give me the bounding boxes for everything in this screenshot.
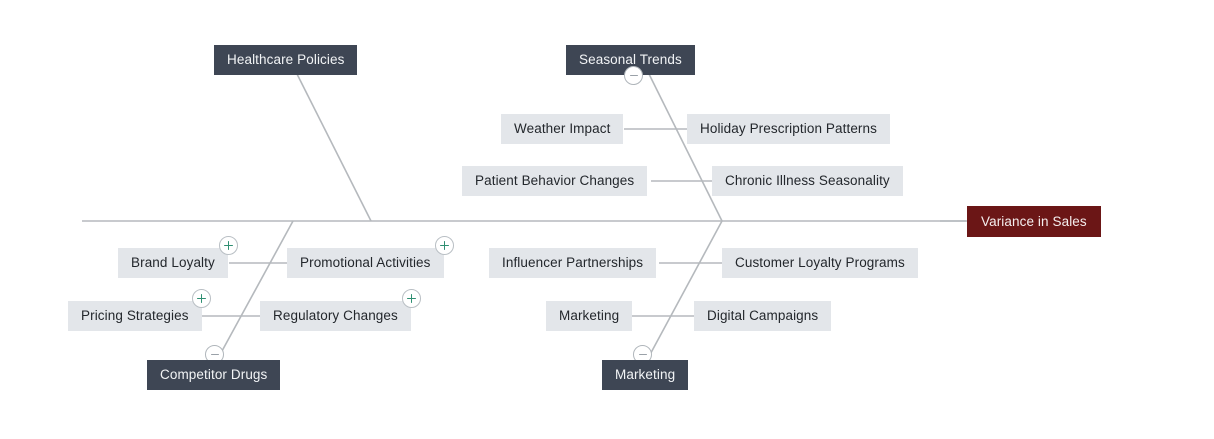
category-node-healthcare-policies[interactable]: Healthcare Policies [214, 45, 358, 75]
cause-label-holiday-prescription-patterns: Holiday Prescription Patterns [700, 121, 877, 137]
plus-icon-vertical [200, 294, 203, 303]
plus-icon-vertical [410, 294, 413, 303]
cause-node-holiday-prescription-patterns[interactable]: Holiday Prescription Patterns [687, 114, 890, 144]
category-node-marketing[interactable]: Marketing [602, 360, 689, 390]
cause-label-promotional-activities: Promotional Activities [300, 255, 431, 271]
cause-node-chronic-illness-seasonality[interactable]: Chronic Illness Seasonality [712, 166, 903, 196]
cause-label-patient-behavior-changes: Patient Behavior Changes [475, 173, 635, 189]
category-label-competitor-drugs: Competitor Drugs [160, 367, 268, 383]
minus-icon [629, 74, 638, 77]
cause-label-brand-loyalty: Brand Loyalty [131, 255, 215, 271]
cause-node-pricing-strategies[interactable]: Pricing Strategies [68, 301, 202, 331]
cause-label-weather-impact: Weather Impact [514, 121, 611, 137]
bone-seasonal-trends [648, 73, 723, 222]
cause-node-weather-impact[interactable]: Weather Impact [501, 114, 624, 144]
cause-label-influencer-partnerships: Influencer Partnerships [502, 255, 644, 271]
minus-icon [638, 353, 647, 356]
category-node-competitor-drugs[interactable]: Competitor Drugs [147, 360, 281, 390]
minus-icon [210, 353, 219, 356]
cause-label-pricing-strategies: Pricing Strategies [81, 308, 189, 324]
collapse-toggle-seasonal-trends[interactable] [624, 66, 643, 85]
effect-node-variance-in-sales[interactable]: Variance in Sales [967, 206, 1101, 237]
cause-node-customer-loyalty-programs[interactable]: Customer Loyalty Programs [722, 248, 918, 278]
cause-label-digital-campaigns: Digital Campaigns [707, 308, 819, 324]
cause-node-promotional-activities[interactable]: Promotional Activities [287, 248, 444, 278]
cause-node-brand-loyalty[interactable]: Brand Loyalty [118, 248, 228, 278]
plus-icon-vertical [443, 241, 446, 250]
bone-healthcare-policies [296, 73, 372, 222]
category-label-healthcare-policies: Healthcare Policies [227, 52, 345, 68]
bone-marketing [645, 220, 723, 363]
cause-node-regulatory-changes[interactable]: Regulatory Changes [260, 301, 411, 331]
cause-node-patient-behavior-changes[interactable]: Patient Behavior Changes [462, 166, 648, 196]
cause-label-chronic-illness-seasonality: Chronic Illness Seasonality [725, 173, 890, 189]
expand-toggle-pricing-strategies[interactable] [192, 289, 211, 308]
cause-label-regulatory-changes: Regulatory Changes [273, 308, 398, 324]
cause-node-marketing-cause[interactable]: Marketing [546, 301, 633, 331]
cause-node-influencer-partnerships[interactable]: Influencer Partnerships [489, 248, 657, 278]
expand-toggle-brand-loyalty[interactable] [219, 236, 238, 255]
plus-icon-vertical [227, 241, 230, 250]
cause-node-digital-campaigns[interactable]: Digital Campaigns [694, 301, 832, 331]
cause-label-marketing-cause: Marketing [559, 308, 620, 324]
expand-toggle-promotional-activities[interactable] [435, 236, 454, 255]
category-label-seasonal-trends: Seasonal Trends [579, 52, 682, 68]
effect-label: Variance in Sales [981, 213, 1087, 229]
expand-toggle-regulatory-changes[interactable] [402, 289, 421, 308]
cause-label-customer-loyalty-programs: Customer Loyalty Programs [735, 255, 905, 271]
category-label-marketing: Marketing [615, 367, 676, 383]
